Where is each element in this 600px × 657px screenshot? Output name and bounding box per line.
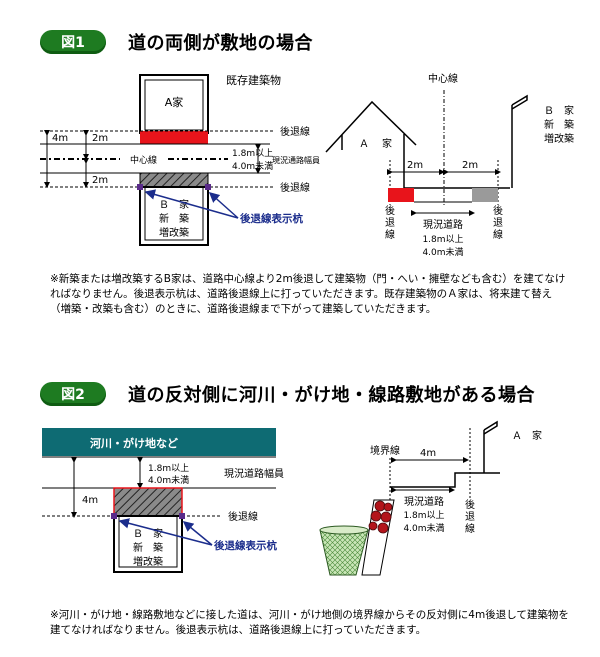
width-range-1: 1.8m以上 xyxy=(232,148,273,159)
fig1-diagram: A家 既存建築物 4m 2m 2m 後退線 中心線 1.8m以上 4.0m未満 … xyxy=(40,72,574,258)
sec-house-b-2: 新 築 xyxy=(544,118,574,131)
sec-center-line-label: 中心線 xyxy=(428,72,458,85)
dim-4m: 4m xyxy=(52,133,68,144)
house-a-box xyxy=(139,74,209,134)
sec-setback-gray xyxy=(472,188,498,202)
house-a-label: A家 xyxy=(165,95,184,109)
fig2-house-b-hatch xyxy=(113,487,183,517)
fig2-sec-setback: 後退線 xyxy=(465,498,475,535)
fig2-sec-road: 現況道路 xyxy=(404,495,444,508)
stones-icon xyxy=(368,500,393,534)
fig2-marker-right xyxy=(179,513,185,519)
fig2-header: 図2 道の反対側に河川・がけ地・線路敷地がある場合 xyxy=(40,381,535,407)
current-road-width-label: 現況通路幅員 xyxy=(272,155,320,165)
fig2-setback-line: 後退線 xyxy=(228,510,258,523)
sec-range-1: 1.8m以上 xyxy=(422,234,463,245)
fig1-badge: 図1 xyxy=(40,30,106,54)
center-line-label: 中心線 xyxy=(130,154,157,166)
marker-label: 後退線表示杭 xyxy=(239,212,303,225)
fig2-diagram: 河川・がけ地など 4m 1.8m以上 4.0m未満 現況道路幅員 後退線 Ｂ 家… xyxy=(42,420,542,576)
existing-building-label: 既存建築物 xyxy=(226,73,281,87)
fig2-house-b-line2: 新 築 xyxy=(133,541,163,554)
dim-2m-bottom: 2m xyxy=(92,175,108,186)
fig2-current-road-width: 現況道路幅員 xyxy=(224,467,284,480)
setback-area-red xyxy=(140,131,208,144)
fig2-sec-house-a: Ａ 家 xyxy=(512,429,542,442)
fig2-dim-4m: 4m xyxy=(82,495,98,506)
width-range-2: 4.0m未満 xyxy=(232,160,273,172)
house-b-hatch xyxy=(139,172,209,188)
sec-2m-left: 2m xyxy=(407,160,423,171)
fig1-header: 図1 道の両側が敷地の場合 xyxy=(40,29,313,55)
sec-setback-right: 後退線 xyxy=(493,204,503,241)
sec-2m-right: 2m xyxy=(462,160,478,171)
setback-marker-left xyxy=(137,184,143,190)
fig2-marker-left xyxy=(111,513,117,519)
fig1-note: ※新築または増改築するB家は、道路中心線より2m後退して建築物（門・へい・擁壁な… xyxy=(50,273,566,315)
sec-house-a-2: 家 xyxy=(382,137,392,150)
gabion-basket-icon xyxy=(319,529,369,576)
house-b-line2: 新 築 xyxy=(159,212,189,225)
fig2-house-b-line3: 増改築 xyxy=(133,555,163,568)
fig2-sec-boundary: 境界線 xyxy=(370,444,400,457)
river-box-label: 河川・がけ地など xyxy=(90,436,178,450)
fig2-width-range-2: 4.0m未満 xyxy=(148,474,189,486)
house-b-line3: 増改築 xyxy=(159,226,189,239)
sec-road-label: 現況道路 xyxy=(423,218,463,231)
dim-2m-top: 2m xyxy=(92,133,108,144)
fig2-marker-label: 後退線表示杭 xyxy=(213,539,277,552)
fig2-sec-4m: 4m xyxy=(420,448,436,459)
sec-range-2: 4.0m未満 xyxy=(422,246,463,258)
sec-house-b-3: 増改築 xyxy=(544,132,574,145)
river-box xyxy=(42,428,276,456)
sec-house-a-1: Ａ xyxy=(359,139,369,150)
setback-line-bottom-label: 後退線 xyxy=(280,181,310,194)
setback-line-top-label: 後退線 xyxy=(280,125,310,138)
fig2-note: ※河川・がけ地・線路敷地などに接した道は、河川・がけ地側の境界線からその反対側に… xyxy=(50,609,569,636)
fig2-title: 道の反対側に河川・がけ地・線路敷地がある場合 xyxy=(128,385,535,406)
fig2-badge: 図2 xyxy=(40,382,106,406)
fig2-sec-range-2: 4.0m未満 xyxy=(403,522,444,534)
fig2-sec-range-1: 1.8m以上 xyxy=(403,510,444,521)
fig2-width-range-1: 1.8m以上 xyxy=(148,463,189,474)
sec-setback-red xyxy=(388,188,414,202)
sec-setback-left: 後退線 xyxy=(385,204,395,241)
house-b-line1: Ｂ 家 xyxy=(159,198,189,211)
setback-marker-right xyxy=(205,184,211,190)
fig1-title: 道の両側が敷地の場合 xyxy=(128,33,313,54)
sec-house-b-1: Ｂ 家 xyxy=(544,104,574,117)
